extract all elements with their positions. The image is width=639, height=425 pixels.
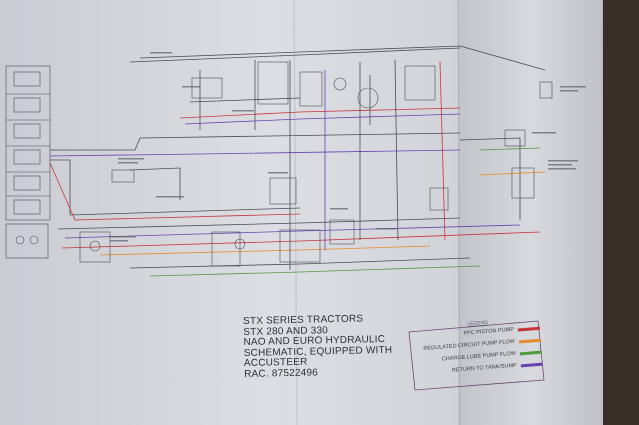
small-labels	[110, 52, 586, 242]
legend-swatch	[519, 350, 542, 356]
paper-sheet	[0, 0, 604, 425]
valve-stack	[5, 65, 51, 259]
dark-edge	[603, 0, 639, 425]
fold-line	[457, 0, 461, 425]
legend-title: LEGEND	[467, 319, 489, 328]
legend-label: RETURN TO TANK/SUMP	[451, 362, 517, 374]
legend-swatch	[518, 338, 541, 344]
legend-swatch	[517, 326, 541, 332]
legend-swatch	[520, 362, 543, 368]
legend-label: PFC PISTON PUMP	[463, 326, 515, 337]
title-block: STX SERIES TRACTORS STX 280 AND 330 NAO …	[243, 313, 404, 380]
fold-line	[293, 0, 298, 425]
hydraulic-lines	[49, 45, 546, 277]
legend: LEGEND PFC PISTON PUMP REGULATED CIRCUIT…	[409, 311, 550, 387]
legend-frame	[408, 320, 545, 391]
components	[79, 61, 553, 267]
